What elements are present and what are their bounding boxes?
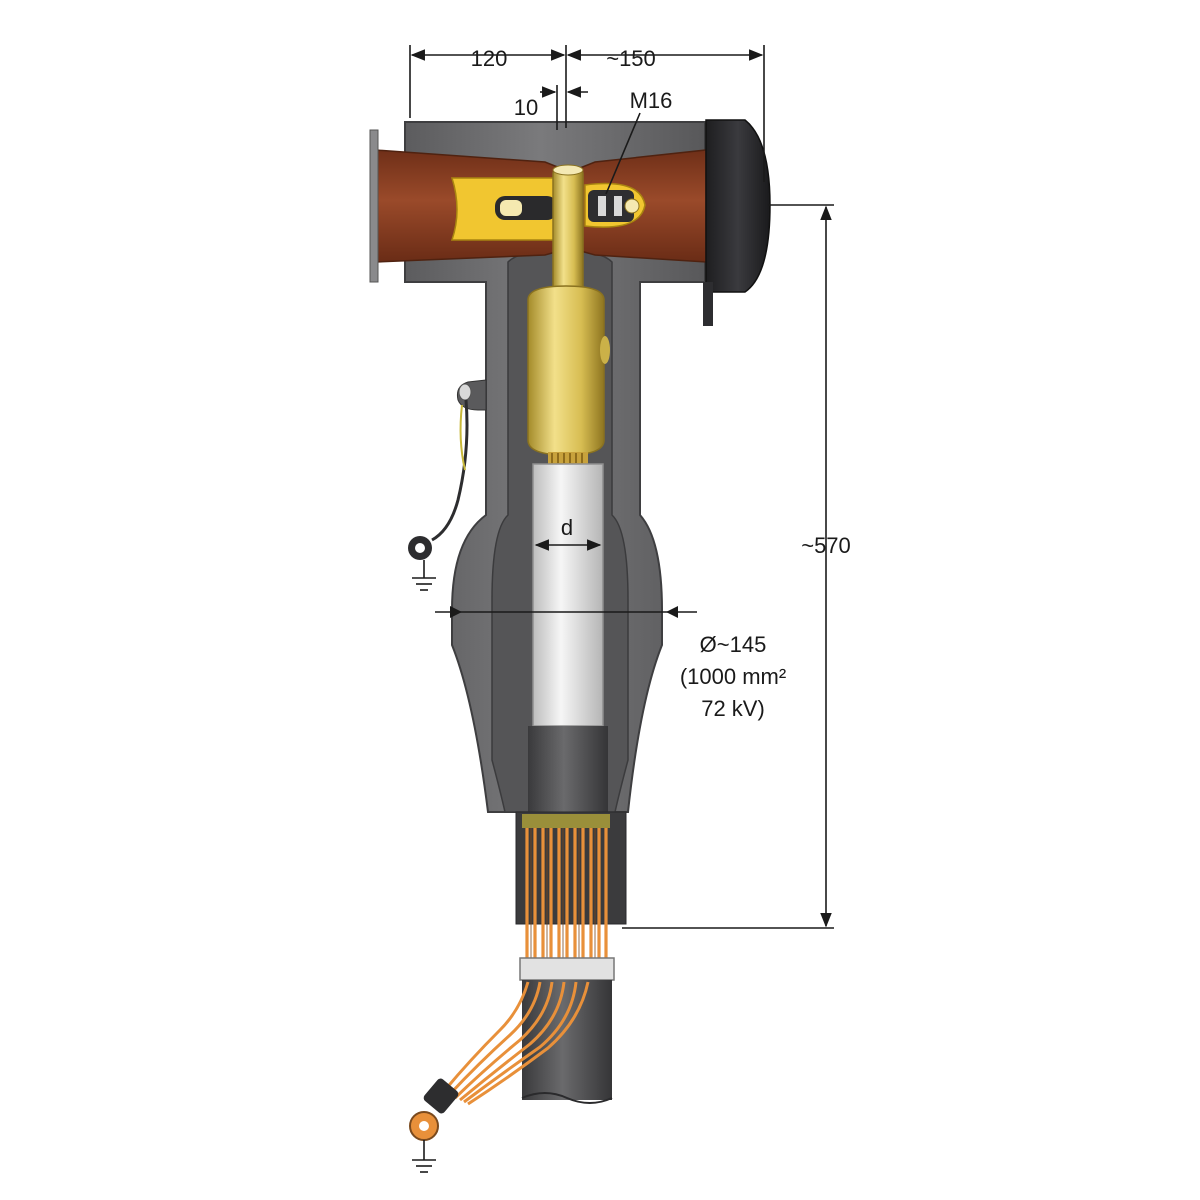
- dim-d-label: d: [561, 515, 573, 540]
- end-cap: [703, 119, 771, 326]
- thread-leader: [605, 112, 641, 195]
- m16-bolt: [584, 182, 646, 228]
- cable-lug: [527, 285, 610, 456]
- dim-120-label: 120: [471, 46, 508, 71]
- ground-symbol-lower: [412, 1140, 436, 1173]
- screen-wires: [409, 814, 615, 1141]
- spec-line-1: (1000 mm²: [680, 664, 786, 689]
- thread-m16-label: M16: [630, 88, 673, 113]
- bushing-insulation: [369, 129, 707, 283]
- contact-pin: [552, 164, 584, 295]
- dim-570-label: ~570: [801, 533, 851, 558]
- conductor: [532, 452, 604, 727]
- dim-145-label: Ø~145: [700, 632, 767, 657]
- ground-symbol-upper: [412, 560, 436, 591]
- dim-145-arrow-left: [450, 606, 462, 618]
- spec-line-2: 72 kV): [701, 696, 765, 721]
- dim-10-label: 10: [514, 95, 538, 120]
- dim-145-arrow-right: [666, 606, 678, 618]
- dim-150-label: ~150: [606, 46, 656, 71]
- earth-lead: [408, 379, 487, 560]
